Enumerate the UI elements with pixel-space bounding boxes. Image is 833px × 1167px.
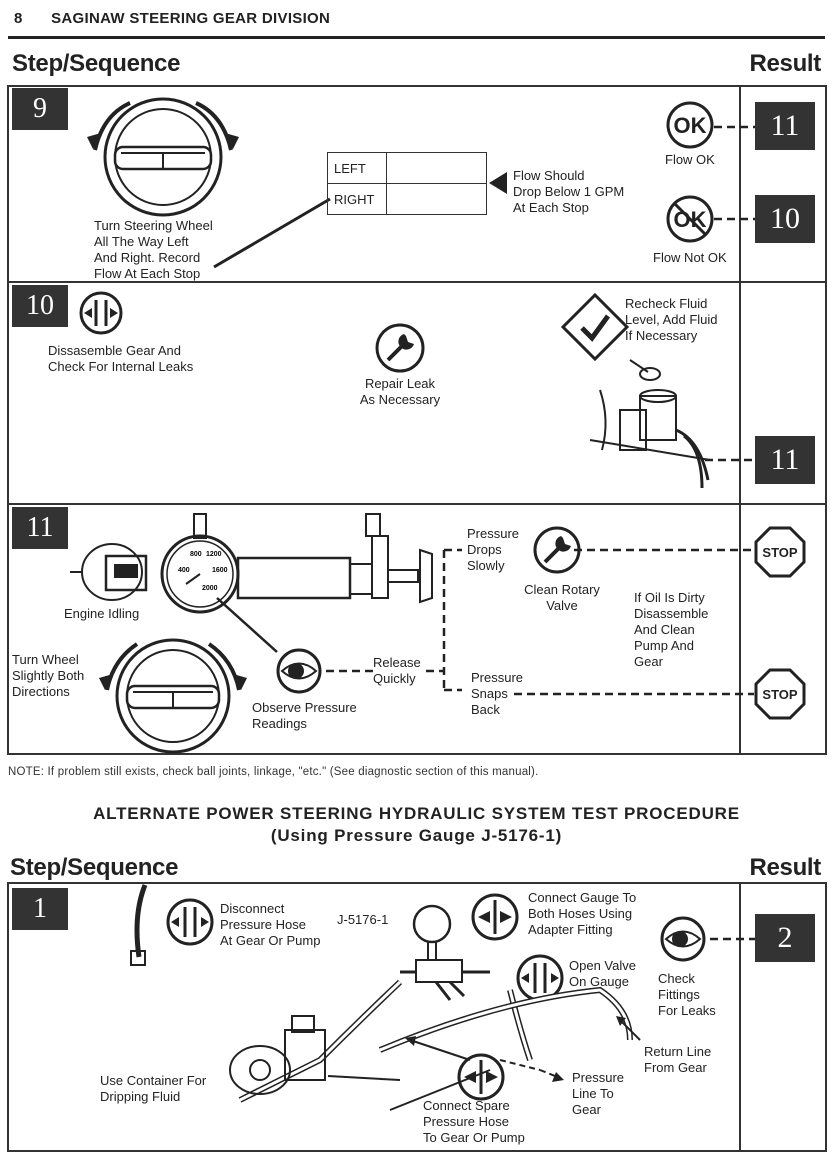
- disassemble-icon: [79, 291, 123, 335]
- eye-icon: [276, 648, 322, 694]
- steering-wheel-icon: [87, 97, 239, 217]
- result-step-11: 11: [755, 102, 815, 150]
- observe-pressure-text: Observe Pressure Readings: [252, 700, 357, 731]
- repair-leak-text: Repair Leak As Necessary: [359, 376, 441, 407]
- result-column-divider-2: [739, 882, 741, 1152]
- container-text: Use Container For Dripping Fluid: [100, 1073, 207, 1104]
- engine-idling-label: Engine Idling: [64, 606, 140, 621]
- wrench-icon: [375, 323, 425, 373]
- alternate-procedure-box: [7, 882, 827, 1152]
- pressure-gauge-icon: 800 1200 400 1600 2000: [160, 513, 433, 614]
- header-rule: [8, 36, 825, 39]
- page-number: 8: [14, 10, 23, 27]
- pump-hose-illustration: [229, 979, 641, 1111]
- svg-text:2000: 2000: [202, 585, 218, 592]
- header-title: SAGINAW STEERING GEAR DIVISION: [51, 10, 331, 27]
- release-quickly-text: Release Quickly: [373, 655, 421, 686]
- alternate-subtitle: (Using Pressure Gauge J-5176-1): [270, 826, 563, 845]
- svg-text:400: 400: [178, 567, 190, 574]
- connect-spare-text: Connect Spare Pressure Hose To Gear Or P…: [423, 1098, 525, 1145]
- arrow-left-icon: [489, 172, 507, 194]
- oil-dirty-text: If Oil Is Dirty Disassemble And Clean Pu…: [634, 590, 709, 669]
- pressure-drops-text: Pressure Drops Slowly: [467, 526, 520, 573]
- note-text: NOTE: If problem still exists, check bal…: [8, 766, 539, 778]
- dash-connector: [714, 217, 758, 221]
- recheck-fluid-text: Recheck Fluid Level, Add Fluid If Necess…: [625, 296, 718, 343]
- not-ok-icon: OK: [666, 195, 714, 243]
- dash-connector: [714, 125, 758, 129]
- turn-wheel-text: Turn Wheel Slightly Both Directions: [12, 652, 85, 699]
- row-divider-2: [7, 503, 827, 505]
- flow-not-ok-label: Flow Not OK: [653, 250, 727, 265]
- dash-connector: [710, 937, 756, 941]
- disassemble-text: Dissasemble Gear And Check For Internal …: [48, 343, 194, 374]
- svg-text:1600: 1600: [212, 567, 228, 574]
- row-divider-1: [7, 281, 827, 283]
- procedure-box: [7, 85, 827, 755]
- flow-note: Flow Should Drop Below 1 GPM At Each Sto…: [513, 168, 625, 215]
- svg-text:STOP: STOP: [762, 545, 797, 560]
- stop-sign-icon: STOP: [754, 526, 806, 578]
- svg-text:STOP: STOP: [762, 687, 797, 702]
- svg-text:800: 800: [190, 551, 202, 558]
- page-header: 8 SAGINAW STEERING GEAR DIVISION: [14, 10, 330, 27]
- step-11-number: 11: [12, 507, 68, 549]
- connect-icon: [471, 893, 519, 941]
- result-step-11-b: 11: [755, 436, 815, 484]
- connect-gauge-text: Connect Gauge To Both Hoses Using Adapte…: [528, 890, 637, 937]
- engine-icon: [70, 543, 148, 601]
- step-sequence-heading: Step/Sequence: [12, 50, 181, 77]
- left-value-cell: [386, 152, 487, 184]
- wrench-icon: [533, 526, 581, 574]
- svg-text:1200: 1200: [206, 551, 222, 558]
- pressure-line-text: Pressure Line To Gear: [572, 1070, 625, 1117]
- alt-result-step-2: 2: [755, 914, 815, 962]
- dash-connector: [705, 458, 757, 462]
- step-10-number: 10: [12, 285, 68, 327]
- step-9-number: 9: [12, 88, 68, 130]
- check-fittings-text: Check Fittings For Leaks: [658, 971, 716, 1018]
- result-column-divider: [739, 85, 741, 755]
- result-heading: Result: [749, 50, 821, 77]
- pointer-line: [216, 597, 278, 653]
- right-cell: RIGHT: [327, 183, 387, 215]
- gauge-id-label: J-5176-1: [337, 912, 389, 927]
- alternate-title: ALTERNATE POWER STEERING HYDRAULIC SYSTE…: [93, 804, 740, 823]
- pump-illustration-icon: [589, 359, 711, 489]
- pressure-snaps-text: Pressure Snaps Back: [471, 670, 524, 717]
- svg-text:OK: OK: [674, 113, 707, 138]
- stop-sign-icon: STOP: [754, 668, 806, 720]
- result-step-10: 10: [755, 195, 815, 243]
- flow-record-table: LEFT RIGHT: [327, 152, 487, 215]
- right-value-cell: [386, 183, 487, 215]
- ok-icon: OK: [666, 101, 714, 149]
- flow-ok-label: Flow OK: [665, 152, 715, 167]
- eye-icon: [660, 916, 706, 962]
- connect-spare-icon: [457, 1053, 505, 1101]
- open-valve-text: Open Valve On Gauge: [569, 958, 636, 989]
- gauge-assembly-icon: [400, 904, 490, 1001]
- steering-wheel-icon: [99, 638, 247, 754]
- clean-rotary-valve-text: Clean Rotary Valve: [524, 582, 600, 613]
- flow-dash-lines: [326, 548, 754, 696]
- disconnect-icon: [166, 898, 214, 946]
- check-diamond-icon: [560, 292, 630, 362]
- pointer-line: [213, 197, 331, 269]
- alt-step-1-number: 1: [12, 888, 68, 930]
- step-9-instruction: Turn Steering Wheel All The Way Left And…: [94, 218, 213, 281]
- hose-end-icon: [130, 884, 148, 966]
- disconnect-hose-text: Disconnect Pressure Hose At Gear Or Pump: [220, 901, 321, 948]
- left-cell: LEFT: [327, 152, 387, 184]
- return-line-text: Return Line From Gear: [644, 1044, 712, 1075]
- step-sequence-heading-2: Step/Sequence: [10, 854, 179, 881]
- result-heading-2: Result: [749, 854, 821, 881]
